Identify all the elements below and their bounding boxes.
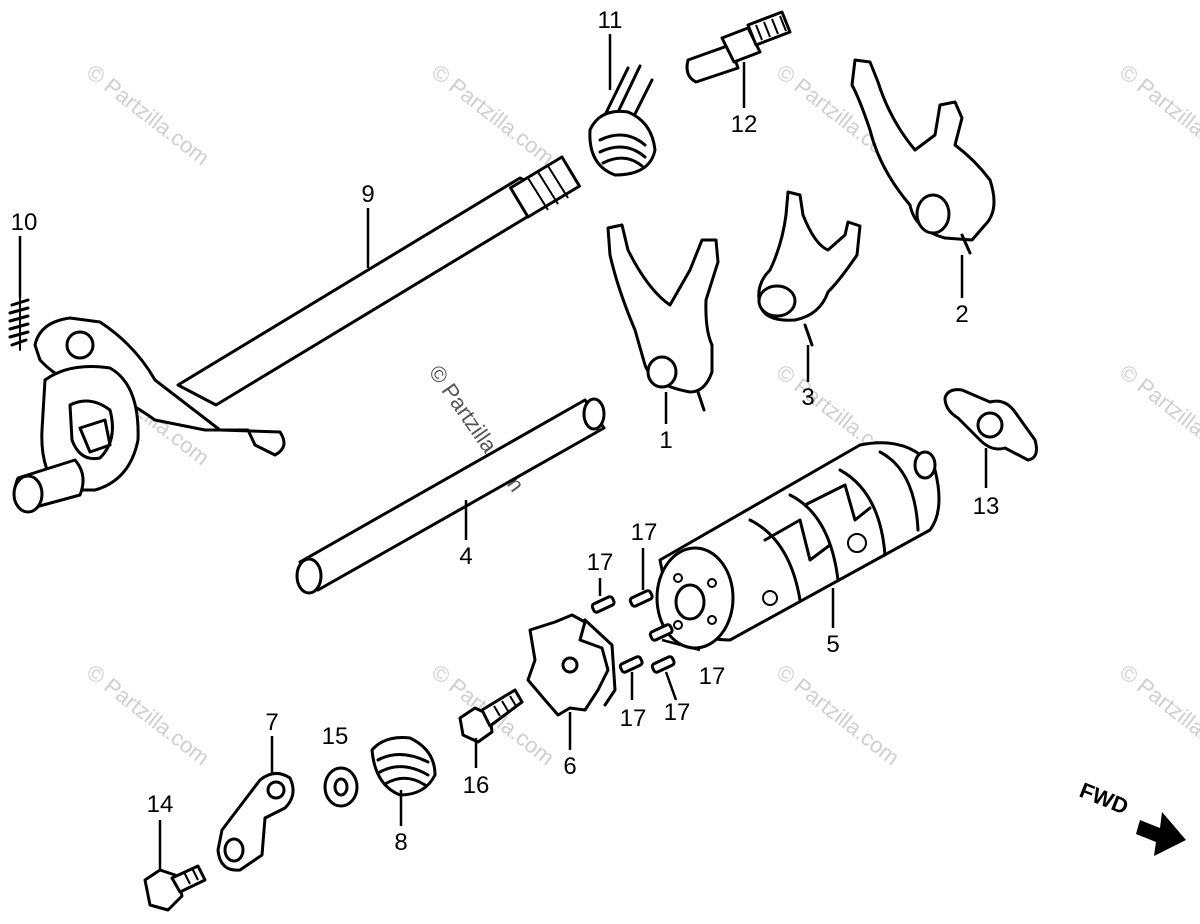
watermark-7: © Partzilla.com xyxy=(1115,359,1200,470)
callout-6: 6 xyxy=(563,753,576,780)
callout-5: 5 xyxy=(826,631,839,658)
part-drum-bolt xyxy=(458,688,524,744)
watermark-11: © Partzilla.com xyxy=(1115,659,1200,770)
callout-10: 10 xyxy=(11,209,38,236)
leader-17c xyxy=(661,638,701,652)
callout-9: 9 xyxy=(361,181,374,208)
callout-11: 11 xyxy=(598,7,623,34)
part-shift-fork-shaft xyxy=(295,397,606,595)
callout-labels: 11 12 9 10 2 3 1 13 4 17 17 5 17 17 17 7… xyxy=(11,7,1000,856)
watermark-2: © Partzilla.com xyxy=(427,59,559,170)
callout-17-bottom-left: 17 xyxy=(620,705,647,732)
callout-8: 8 xyxy=(394,829,407,856)
callout-17-left: 17 xyxy=(587,549,614,576)
callout-16: 16 xyxy=(463,772,490,799)
leader-lines xyxy=(18,34,988,870)
callout-17-right: 17 xyxy=(699,663,726,690)
callout-12: 12 xyxy=(731,111,758,138)
forward-direction-indicator: FWD xyxy=(1076,777,1186,856)
callout-14: 14 xyxy=(147,791,174,818)
part-stopper-arm-bolt xyxy=(143,864,207,912)
leader-17e xyxy=(664,671,678,701)
part-stopper-plate xyxy=(943,388,1038,462)
part-shift-fork-left xyxy=(606,223,720,412)
fwd-label: FWD xyxy=(1076,777,1132,819)
part-shift-fork-right xyxy=(850,58,996,255)
watermark-10: © Partzilla.com xyxy=(772,659,904,770)
watermark-4: © Partzilla.com xyxy=(1115,59,1200,170)
callout-4: 4 xyxy=(459,543,472,570)
callout-15: 15 xyxy=(322,723,349,750)
watermark-8: © Partzilla.com xyxy=(82,659,214,770)
part-stopper-bolt xyxy=(685,10,792,84)
part-drum-center-plate xyxy=(526,613,617,717)
part-return-spring xyxy=(8,297,30,351)
forward-arrow-icon xyxy=(1136,812,1186,856)
callout-17-top: 17 xyxy=(631,519,658,546)
watermark-1: © Partzilla.com xyxy=(82,59,214,170)
callout-13: 13 xyxy=(973,493,1000,520)
part-washer xyxy=(323,766,359,808)
part-gearshift-spindle xyxy=(12,155,581,514)
callout-1: 1 xyxy=(659,427,672,454)
callout-7: 7 xyxy=(265,709,278,736)
callout-2: 2 xyxy=(955,301,968,328)
part-stopper-spring xyxy=(370,736,437,797)
part-stopper-arm xyxy=(216,772,295,872)
callout-3: 3 xyxy=(801,384,814,411)
part-torsion-spring xyxy=(588,64,657,177)
part-shift-fork-center xyxy=(757,190,862,347)
callout-17-bottom-right: 17 xyxy=(664,699,691,726)
part-shift-drum xyxy=(655,441,941,650)
part-dowel-pins xyxy=(590,589,676,674)
